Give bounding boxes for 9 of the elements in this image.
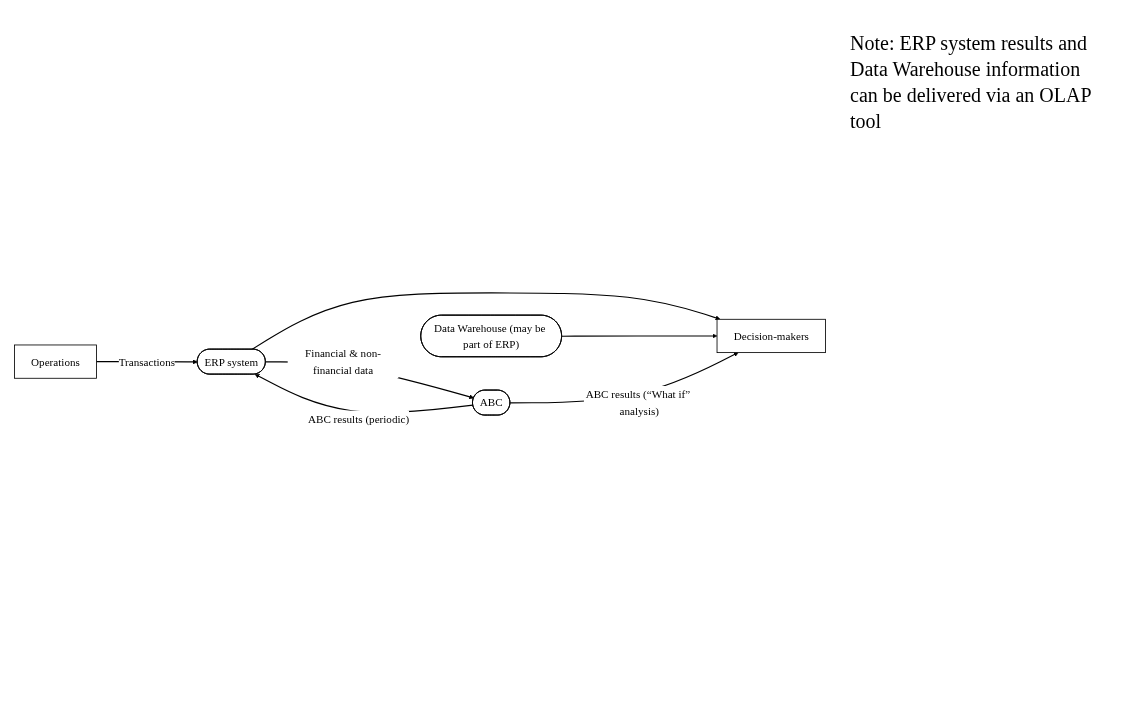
note-text: Note: ERP system results and Data Warehouse information can be delivered via an OLAP tool: [850, 31, 1092, 134]
edge-label: ABC results (periodic): [308, 412, 410, 425]
node-box: Operations: [14, 344, 97, 379]
arrow: [251, 292, 721, 350]
edge-label: Transactions: [118, 355, 175, 368]
edge-label: Financial & non-financial data: [305, 347, 381, 377]
node-box: Decision-makers: [716, 318, 826, 353]
arrow: [561, 333, 718, 339]
edge-label: ABC results (“What if” analysis): [585, 388, 691, 417]
